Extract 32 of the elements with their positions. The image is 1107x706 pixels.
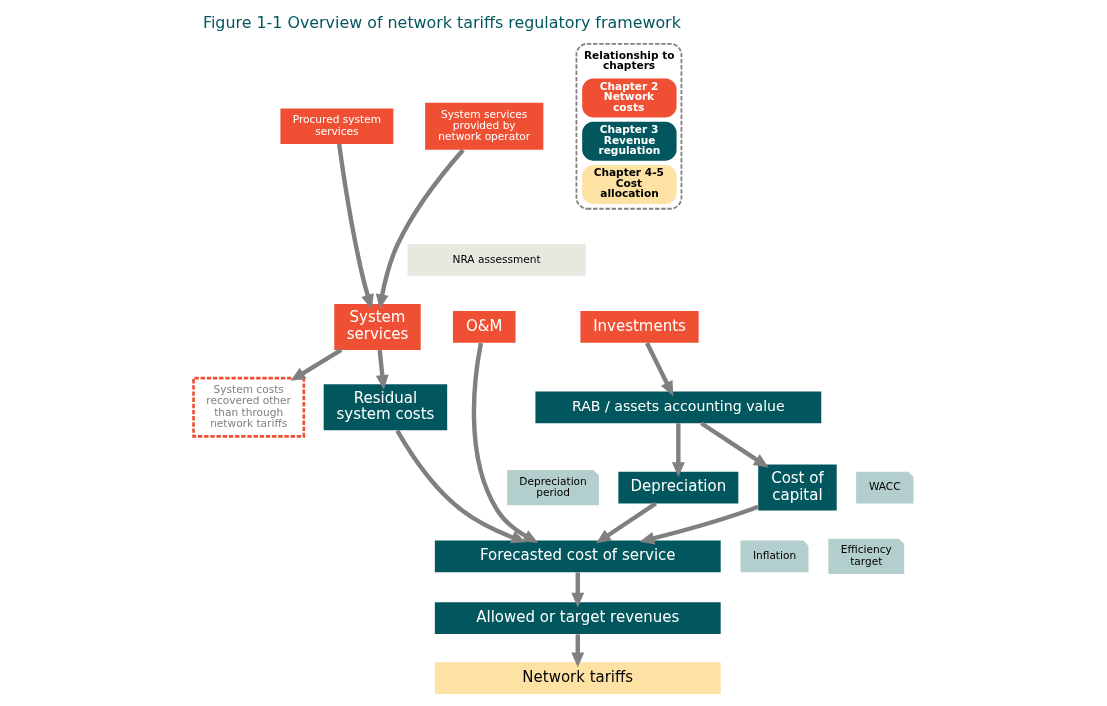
arrow — [700, 421, 769, 468]
legend-label: Chapter 4-5 Cost allocation — [593, 166, 664, 200]
node-box: Residual system costs — [323, 384, 448, 431]
node-box: Procured system services — [280, 108, 394, 144]
arrow — [395, 429, 527, 544]
arrow — [375, 148, 465, 310]
arrow — [571, 634, 585, 668]
node-box: Investments — [580, 311, 699, 343]
node-box: Forecasted cost of service — [434, 540, 721, 573]
node-box: NRA assessment — [407, 244, 586, 276]
arrow — [290, 348, 343, 381]
label: Relationship to chapters — [583, 48, 675, 72]
node-box: Allowed or target revenues — [434, 602, 721, 634]
node-box: Depreciation — [618, 471, 739, 504]
arrow — [375, 349, 389, 390]
node-box: System services — [334, 304, 421, 350]
legend-label: Chapter 2 Network costs — [599, 79, 659, 113]
node-box: System costs recovered other than through network tariffs — [192, 376, 306, 438]
arrow — [336, 143, 374, 310]
legend-label: Chapter 3 Revenue regulation — [598, 122, 661, 157]
node-box: Network tariffs — [434, 662, 721, 694]
arrow — [639, 504, 759, 545]
node-box: Cost of capital — [758, 464, 837, 511]
arrow — [571, 572, 585, 608]
node-box: O&M — [452, 311, 516, 343]
node-box: RAB / assets accounting value — [535, 391, 822, 424]
arrow — [471, 342, 539, 543]
node-box: System services provided by network operator — [425, 102, 544, 150]
arrow — [645, 342, 674, 397]
arrow — [671, 423, 685, 478]
arrow — [596, 501, 657, 544]
diagram-title: Figure 1-1 Overview of network tariffs regulatory framework — [202, 13, 681, 33]
